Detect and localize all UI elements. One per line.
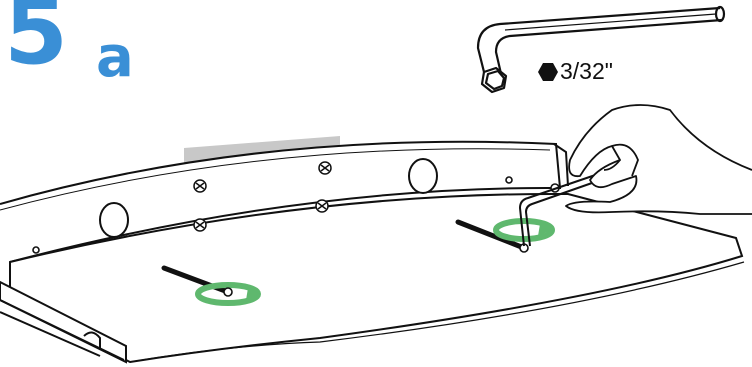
panel-pinhole: [506, 177, 512, 183]
hex-size-icon: [538, 63, 558, 81]
panel-hole: [409, 159, 437, 193]
screw-icon: [224, 288, 232, 296]
panel-hole: [100, 203, 128, 237]
hex-key-size-label: 3/32": [560, 60, 613, 83]
panel-pinhole: [33, 247, 39, 253]
hand-icon: [566, 105, 752, 214]
